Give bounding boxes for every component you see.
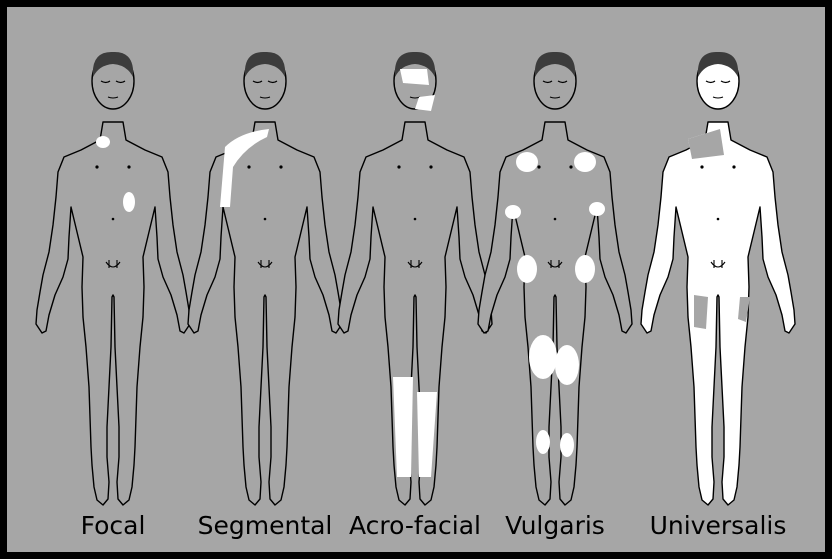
nipple-left — [537, 165, 540, 168]
body-silhouette — [641, 122, 795, 505]
label-vulgaris: Vulgaris — [505, 511, 605, 540]
nipple-left — [700, 165, 703, 168]
nipple-left — [397, 165, 400, 168]
navel — [717, 218, 720, 221]
patch-shin-left — [536, 430, 550, 454]
nipple-left — [95, 165, 98, 168]
nipple-right — [429, 165, 432, 168]
figures-canvas — [7, 7, 825, 552]
patch-knee-right — [555, 345, 579, 385]
patch-thigh-left — [517, 255, 537, 283]
figure-focal — [36, 52, 190, 505]
patch-arm-right — [589, 202, 605, 216]
patch-shoulder-left — [516, 152, 538, 172]
figure-universalis — [641, 52, 795, 505]
body-silhouette — [478, 122, 632, 505]
label-focal: Focal — [81, 511, 146, 540]
patch-shoulder-right — [574, 152, 596, 172]
label-segmental: Segmental — [198, 511, 333, 540]
nipple-right — [569, 165, 572, 168]
patch-arm-left — [505, 205, 521, 219]
nipple-left — [247, 165, 250, 168]
figure-acrofacial — [338, 52, 492, 505]
navel — [554, 218, 557, 221]
navel — [264, 218, 267, 221]
residual-pigment-chest — [688, 129, 724, 159]
patch-chest — [96, 136, 110, 148]
patch-knee-left — [529, 335, 557, 379]
nipple-right — [127, 165, 130, 168]
residual-pigment-thigh-left — [694, 295, 708, 329]
navel — [414, 218, 417, 221]
body-silhouette — [188, 122, 342, 505]
figure-vulgaris — [478, 52, 632, 505]
nipple-right — [279, 165, 282, 168]
label-universalis: Universalis — [650, 511, 787, 540]
patch-face-upper — [400, 69, 429, 85]
body-silhouette — [36, 122, 190, 505]
navel — [112, 218, 115, 221]
patch-thigh-right — [575, 255, 595, 283]
patch-shin-right — [560, 433, 574, 457]
label-acrofacial: Acro-facial — [349, 511, 481, 540]
figure-segmental — [188, 52, 342, 505]
body-silhouette — [338, 122, 492, 505]
patch-abdomen — [123, 192, 135, 212]
nipple-right — [732, 165, 735, 168]
